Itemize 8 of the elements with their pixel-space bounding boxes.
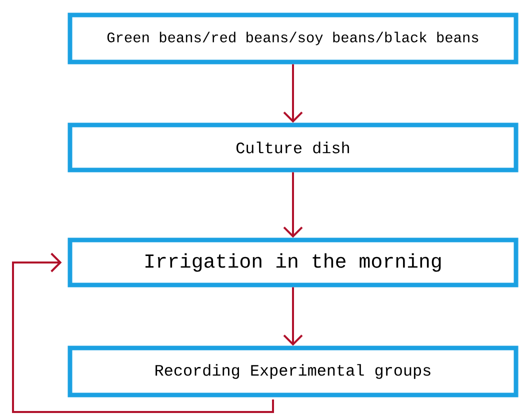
arrow (12, 252, 274, 413)
process-box: Irrigation in the morning (68, 238, 518, 288)
arrow (283, 64, 303, 123)
process-box: Culture dish (68, 122, 518, 172)
process-box: Green beans/red beans/soy beans/black beans (68, 12, 518, 64)
arrow (283, 287, 303, 346)
process-box: Recording Experimental groups (68, 346, 518, 398)
arrow (283, 172, 303, 238)
